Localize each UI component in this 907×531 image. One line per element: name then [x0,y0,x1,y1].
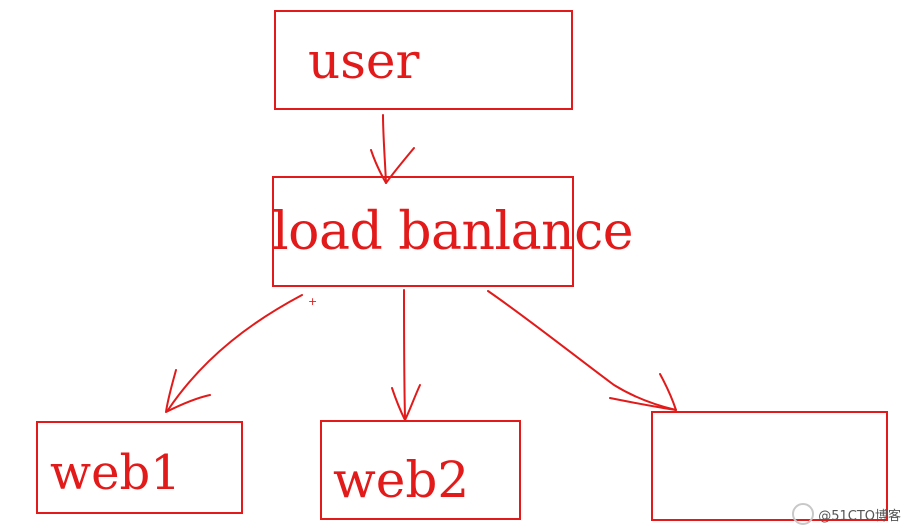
edge-load-balance-to-web3 [487,290,677,411]
node-load-balance-box [272,176,574,287]
node-user-label: user [308,32,420,90]
node-web1-box [36,421,243,514]
node-web1-label: web1 [50,445,181,501]
node-web2-label: web2 [333,451,470,509]
node-web2-box [320,420,521,520]
arrowhead-load-balance-to-web3 [609,373,677,411]
edge-user-to-load-balance [382,114,387,184]
cursor-plus-icon: + [308,295,318,308]
arrowhead-user-to-load-balance [370,147,415,184]
watermark-text: @51CTO博客 [818,508,901,524]
arrowhead-load-balance-to-web2 [391,384,421,421]
node-user-box [274,10,573,110]
edge-load-balance-to-web1 [167,294,303,411]
node-load-balance-label: load banlance [272,202,634,262]
node-web3-box [651,411,888,521]
arrowhead-load-balance-to-web1 [165,369,211,413]
edge-load-balance-to-web2 [403,289,406,419]
watermark-logo-icon [792,503,815,525]
watermark: @51CTO博客 [792,503,901,525]
